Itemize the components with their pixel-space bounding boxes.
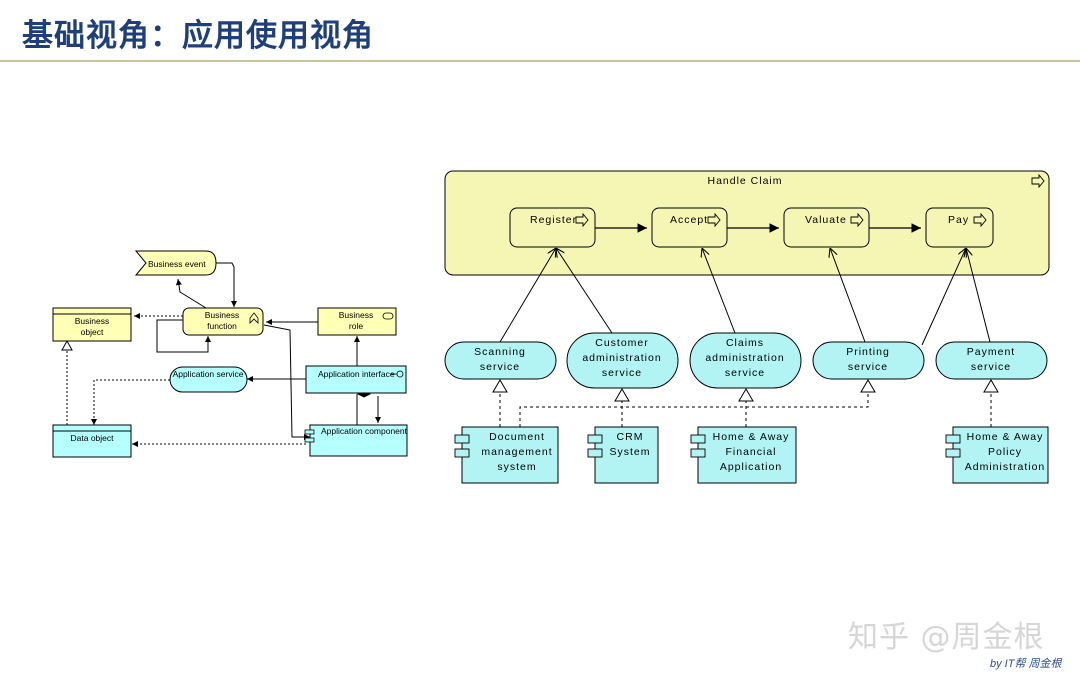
- function-chevron-icon: [249, 312, 259, 324]
- component-tab-icon: [587, 434, 603, 444]
- role-cylinder-icon: [382, 312, 394, 320]
- component-tab-icon: [304, 437, 315, 443]
- realization-triangle-icon: [492, 379, 508, 393]
- business-role-label-1: Business: [339, 310, 374, 320]
- component-document-label-3: system: [497, 461, 536, 473]
- component-tab-icon: [945, 448, 961, 458]
- component-crm-label-2: System: [609, 446, 650, 458]
- service-printing-label-1: Printing: [846, 346, 890, 358]
- component-crm-system[interactable]: CRM System: [587, 426, 659, 484]
- service-scanning-label-2: service: [480, 361, 520, 373]
- handle-claim-process[interactable]: Handle Claim: [444, 170, 1050, 276]
- business-role-node[interactable]: Business role: [317, 307, 397, 336]
- realization-triangle-icon: [738, 388, 754, 402]
- application-service-node[interactable]: Application service: [169, 366, 248, 393]
- component-financial-label-1: Home & Away: [713, 431, 790, 443]
- component-document-label-1: Document: [489, 431, 545, 443]
- data-object-label: Data object: [71, 433, 115, 443]
- business-function-node[interactable]: Business function: [182, 307, 264, 336]
- component-document-management[interactable]: Document management system: [454, 426, 559, 484]
- component-tab-icon: [945, 434, 961, 444]
- service-customer-label-2: administration: [582, 352, 661, 364]
- process-arrow-icon: [707, 212, 721, 228]
- component-tab-icon: [587, 448, 603, 458]
- service-customer-administration[interactable]: Customer administration service: [566, 332, 679, 389]
- step-pay-label: Pay: [948, 214, 969, 226]
- step-valuate[interactable]: Valuate: [783, 207, 870, 248]
- service-claims-label-3: service: [725, 367, 765, 379]
- business-function-label-2: function: [207, 321, 237, 331]
- component-tab-icon: [690, 434, 706, 444]
- business-object-label-1: Business: [75, 316, 110, 326]
- component-financial-label-3: Application: [720, 461, 782, 473]
- component-financial-application[interactable]: Home & Away Financial Application: [690, 426, 797, 484]
- service-scanning-label-1: Scanning: [474, 346, 526, 358]
- step-register[interactable]: Register: [509, 207, 596, 248]
- service-claims-label-1: Claims: [726, 337, 764, 349]
- business-event-label: Business event: [148, 259, 206, 269]
- service-claims-administration[interactable]: Claims administration service: [689, 332, 802, 389]
- business-role-label-2: role: [349, 321, 363, 331]
- business-object-node[interactable]: Business object: [52, 307, 132, 342]
- step-pay[interactable]: Pay: [925, 207, 994, 248]
- component-tab-icon: [304, 429, 315, 435]
- component-policy-label-1: Home & Away: [967, 431, 1044, 443]
- process-arrow-icon: [973, 212, 987, 228]
- title-divider: [0, 60, 1080, 62]
- service-payment-label-1: Payment: [967, 346, 1015, 358]
- realization-triangle-icon: [860, 379, 876, 393]
- step-accept[interactable]: Accept: [651, 207, 728, 248]
- component-financial-label-2: Financial: [725, 446, 776, 458]
- step-accept-label: Accept: [670, 214, 708, 226]
- byline: by IT帮 周金根: [990, 658, 1062, 670]
- application-service-label: Application service: [173, 369, 244, 379]
- realization-triangle-icon: [983, 379, 999, 393]
- component-tab-icon: [690, 448, 706, 458]
- business-event-node[interactable]: Business event: [134, 250, 217, 276]
- realization-triangle-icon: [614, 388, 630, 402]
- realization-triangle-icon: [61, 339, 73, 351]
- watermark: 知乎 @周金根: [848, 620, 1045, 655]
- component-tab-icon: [454, 448, 470, 458]
- application-interface-node[interactable]: Application interface: [305, 365, 407, 394]
- data-object-node[interactable]: Data object: [52, 424, 132, 458]
- process-arrow-icon: [1031, 173, 1045, 189]
- service-scanning[interactable]: Scanning service: [444, 341, 557, 380]
- service-payment[interactable]: Payment service: [935, 341, 1048, 380]
- application-component-label: Application component: [321, 426, 408, 436]
- business-function-label-1: Business: [205, 310, 240, 320]
- service-customer-label-3: service: [602, 367, 642, 379]
- application-interface-label: Application interface: [318, 369, 395, 379]
- component-tab-icon: [454, 434, 470, 444]
- service-claims-label-2: administration: [705, 352, 784, 364]
- step-valuate-label: Valuate: [805, 214, 847, 226]
- application-component-node[interactable]: Application component: [304, 424, 408, 457]
- component-crm-label-1: CRM: [617, 431, 644, 443]
- service-printing[interactable]: Printing service: [812, 341, 925, 380]
- business-object-label-2: object: [81, 327, 104, 337]
- process-arrow-icon: [575, 212, 589, 228]
- process-title: Handle Claim: [707, 175, 782, 187]
- left-diagram: Business event Business object Business …: [52, 250, 408, 458]
- component-policy-label-3: Administration: [965, 461, 1046, 473]
- step-register-label: Register: [530, 214, 577, 226]
- service-printing-label-2: service: [848, 361, 888, 373]
- component-policy-administration[interactable]: Home & Away Policy Administration: [945, 426, 1049, 484]
- interface-lollipop-icon: [391, 370, 404, 378]
- service-payment-label-2: service: [971, 361, 1011, 373]
- page-title: 基础视角：应用使用视角: [22, 18, 374, 54]
- right-diagram: Handle Claim Register Accept Valuate: [444, 170, 1050, 484]
- component-document-label-2: management: [481, 446, 552, 458]
- service-customer-label-1: Customer: [595, 337, 649, 349]
- process-arrow-icon: [850, 212, 864, 228]
- component-policy-label-2: Policy: [988, 446, 1022, 458]
